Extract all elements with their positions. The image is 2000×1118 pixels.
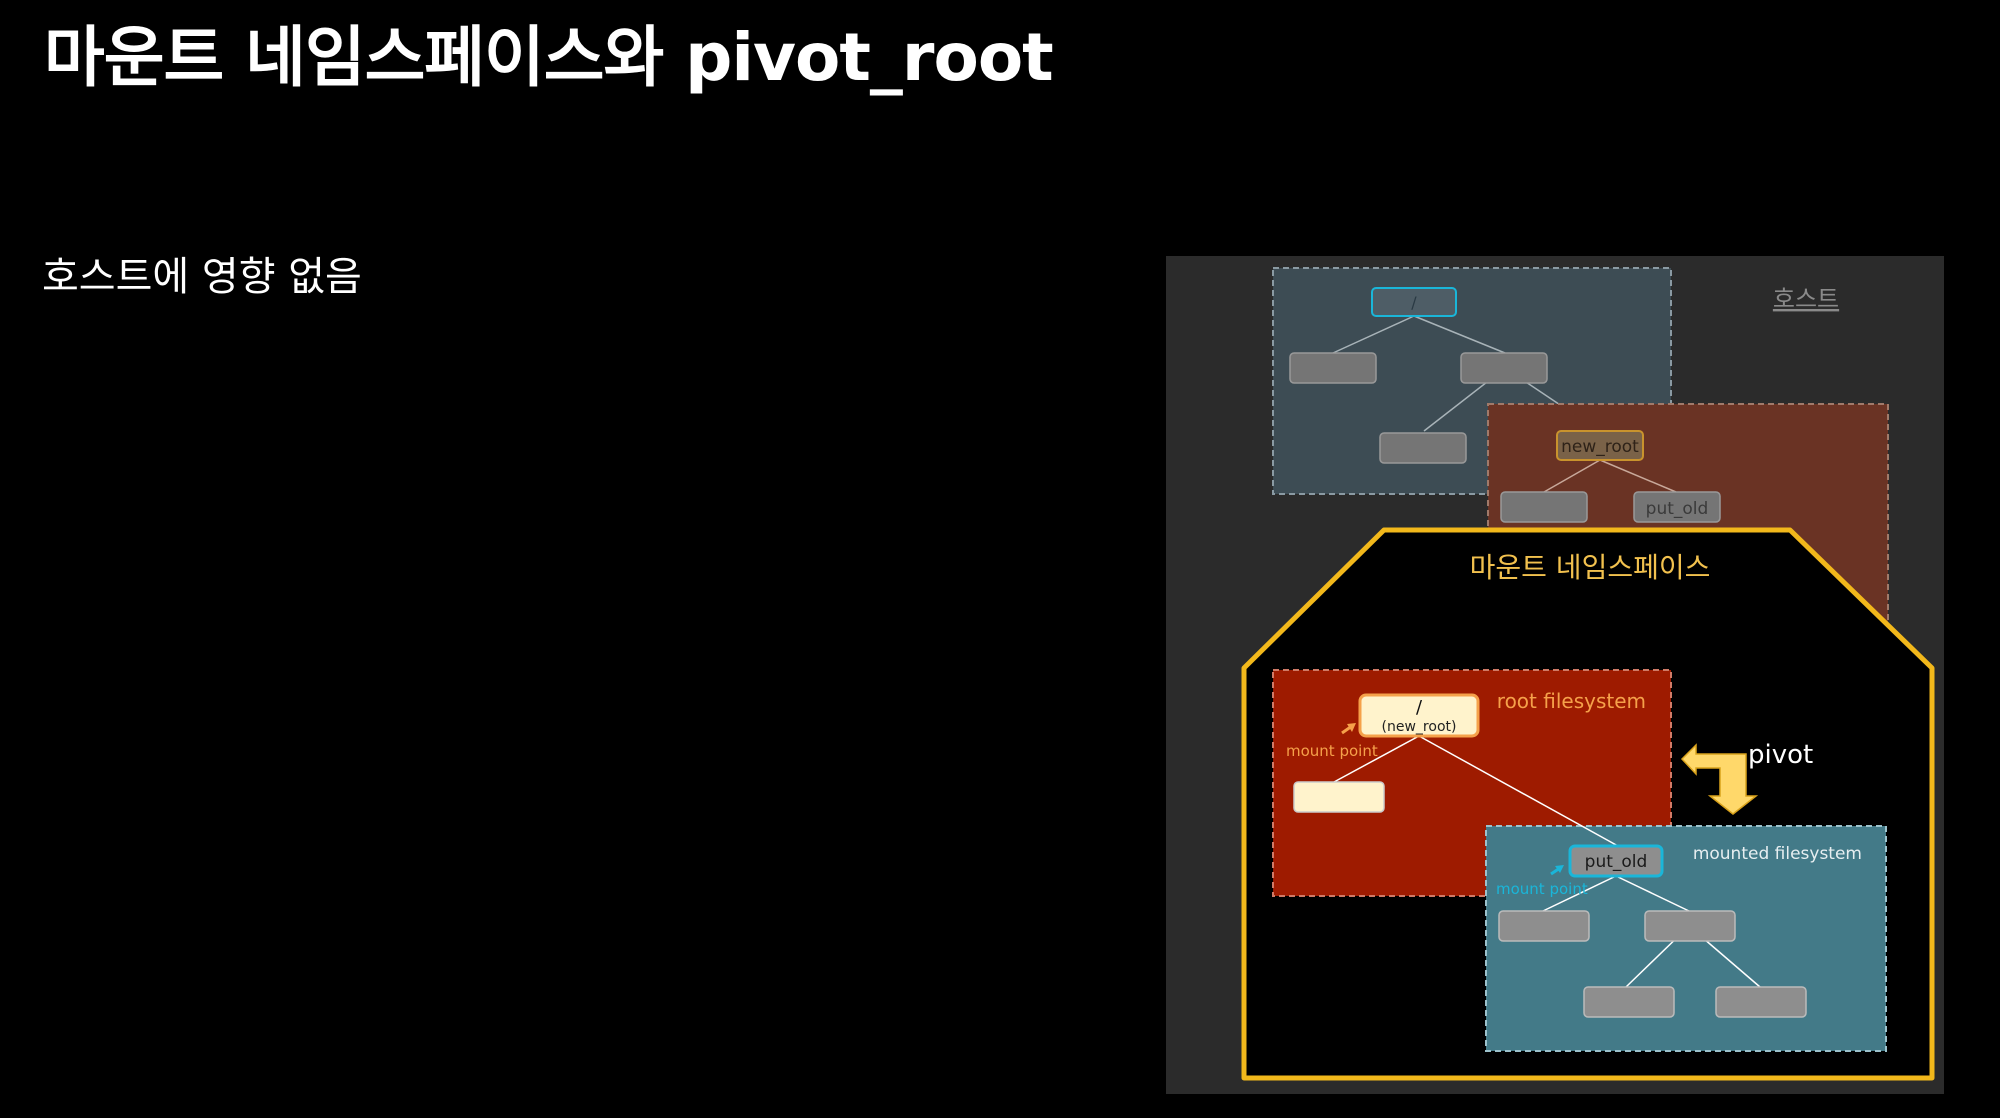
mount-point-label-1: mount point: [1286, 742, 1378, 760]
new-root-slash: /: [1416, 697, 1423, 718]
mount-point-label-2: mount point: [1496, 880, 1588, 898]
host-root-label: /: [1411, 293, 1417, 312]
root-fs-child-node: [1293, 781, 1385, 813]
slide-subtitle: 호스트에 영향 없음: [42, 254, 362, 300]
host-new-root-edges: [1543, 459, 1677, 493]
put-old-label: put_old: [1585, 852, 1648, 872]
host-put-old-label: put_old: [1646, 499, 1709, 519]
mount-point-arrowhead-1: [1347, 723, 1356, 732]
mounted-grandchild-left: [1583, 986, 1675, 1018]
mount-point-arrowhead-2: [1555, 865, 1564, 873]
root-filesystem-label: root filesystem: [1497, 689, 1646, 713]
pivot-arrow-icon: [1680, 743, 1759, 815]
new-root-paren: (new_root): [1382, 719, 1457, 735]
host-new-root-label: new_root: [1561, 437, 1639, 457]
diagram-svg: 호스트 / new_root put_old 마운트 네임스페이스: [1166, 256, 1944, 1094]
host-node-left: [1289, 352, 1377, 384]
pivot-root-diagram: 호스트 / new_root put_old 마운트 네임스페이스: [1166, 256, 1944, 1094]
mounted-node-left: [1498, 910, 1590, 942]
new-root-node: [1358, 693, 1480, 738]
host-label: 호스트: [1773, 285, 1839, 313]
host-node-right: [1460, 352, 1548, 384]
mounted-filesystem-label: mounted filesystem: [1693, 844, 1862, 864]
mounted-node-right: [1644, 910, 1736, 942]
put-old-node: [1568, 844, 1664, 878]
host-node-grandchild: [1379, 432, 1467, 464]
host-put-old-node: [1633, 491, 1721, 523]
pivot-label: pivot: [1748, 740, 1813, 770]
mount-namespace-label: 마운트 네임스페이스: [1470, 551, 1711, 584]
mounted-grandchild-right: [1715, 986, 1807, 1018]
host-root-node: [1371, 287, 1457, 317]
namespace-tree-edges: [1333, 735, 1619, 847]
slide-title: 마운트 네임스페이스와 pivot_root: [44, 19, 1054, 96]
host-new-root-child-left: [1500, 491, 1588, 523]
host-new-root-node: [1556, 430, 1644, 461]
